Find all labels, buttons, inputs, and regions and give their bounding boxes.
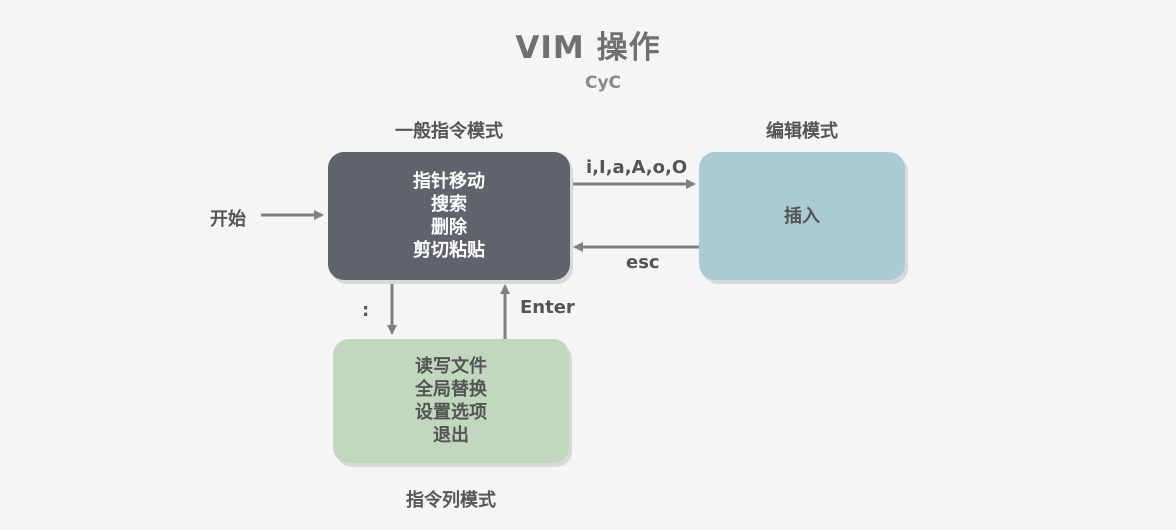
normal-mode-line: 指针移动	[413, 171, 485, 192]
edit-mode-caption: 编辑模式	[766, 121, 838, 142]
normal-mode-line: 剪切粘贴	[413, 240, 485, 261]
command-mode-line: 读写文件	[415, 356, 487, 377]
edit-mode-line: 插入	[784, 205, 820, 227]
normal-mode-box: 指针移动 搜索 删除 剪切粘贴	[328, 152, 570, 280]
to-edit-label: i,I,a,A,o,O	[586, 157, 688, 178]
command-mode-caption: 指令列模式	[406, 490, 496, 511]
normal-mode-caption: 一般指令模式	[395, 121, 503, 142]
command-mode-line: 全局替换	[415, 379, 487, 400]
start-label: 开始	[210, 209, 246, 230]
command-mode-box: 读写文件 全局替换 设置选项 退出	[333, 339, 569, 463]
from-command-label: Enter	[520, 297, 575, 318]
to-normal-label: esc	[626, 252, 660, 273]
normal-mode-line: 删除	[431, 217, 467, 238]
to-command-label: :	[362, 300, 370, 321]
normal-mode-line: 搜索	[431, 194, 467, 215]
command-mode-line: 设置选项	[415, 402, 487, 423]
edit-mode-box: 插入	[699, 152, 905, 280]
diagram-subtitle: CyC	[584, 73, 622, 93]
command-mode-line: 退出	[433, 425, 469, 446]
diagram-title: VIM 操作	[515, 30, 661, 66]
